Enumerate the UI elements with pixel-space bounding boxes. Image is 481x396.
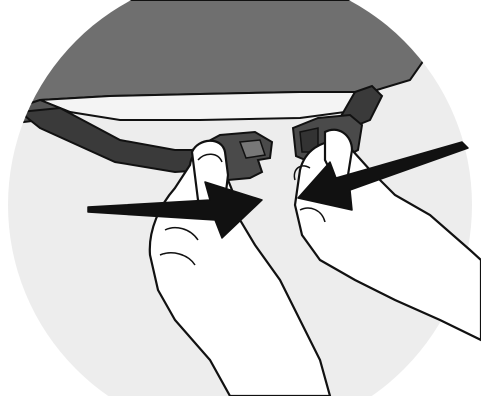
helmet-rim-icon <box>39 91 372 121</box>
push-arrow-left-icon <box>297 141 469 211</box>
push-arrow-right-icon <box>87 181 263 239</box>
